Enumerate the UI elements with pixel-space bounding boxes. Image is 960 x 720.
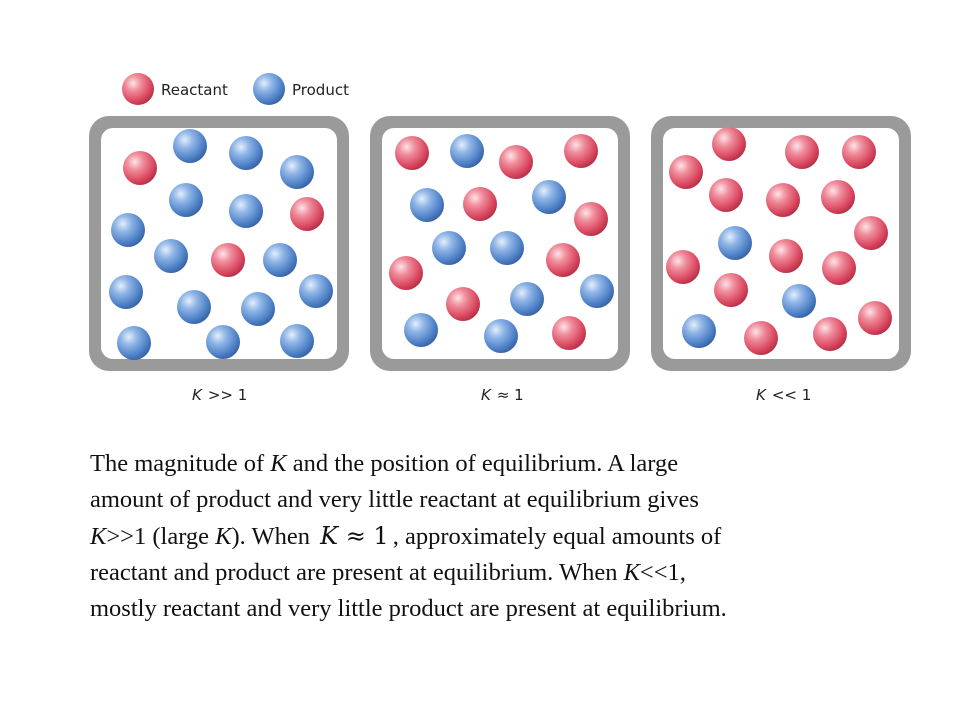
caption-k: K [623, 559, 640, 586]
product-particle [169, 183, 203, 217]
product-particle [450, 134, 484, 168]
legend-product-swatch [253, 73, 285, 105]
container-inner [101, 128, 337, 359]
reactant-particle [712, 127, 746, 161]
math-k: K [320, 522, 339, 550]
reactant-particle [123, 151, 157, 185]
reactant-particle [842, 135, 876, 169]
product-particle [263, 243, 297, 277]
product-particle [682, 314, 716, 348]
panel-k-much-less: K << 1 [651, 116, 911, 404]
reactant-particle [813, 317, 847, 351]
product-particle [510, 282, 544, 316]
caption-text: , approximately equal amounts of [392, 523, 722, 550]
reactant-particle [669, 155, 703, 189]
product-particle [580, 274, 614, 308]
caption-text: and the position of equilibrium. A large [286, 450, 679, 477]
particles [109, 129, 333, 360]
caption-text: ). When [231, 523, 317, 550]
reactant-particle [769, 239, 803, 273]
legend: Reactant Product [122, 73, 349, 105]
product-particle [432, 231, 466, 265]
particles [666, 127, 892, 355]
caption-line-4: reactant and product are present at equi… [90, 555, 930, 591]
equilibrium-figure: Reactant Product K >> 1 K ≈ 1 K << 1 [89, 73, 911, 404]
k-variable: K [192, 386, 203, 404]
product-particle [410, 188, 444, 222]
reactant-particle [290, 197, 324, 231]
caption-text: reactant and product are present at equi… [90, 559, 624, 586]
product-particle [280, 155, 314, 189]
panel-label: K ≈ 1 [481, 386, 524, 404]
product-particle [117, 326, 151, 360]
k-variable: K [756, 386, 767, 404]
product-particle [111, 213, 145, 247]
product-particle [484, 319, 518, 353]
caption-k: K [270, 450, 287, 477]
reactant-particle [463, 187, 497, 221]
caption-text: >>1 (large [106, 523, 216, 550]
reactant-particle [211, 243, 245, 277]
reactant-particle [574, 202, 608, 236]
reactant-particle [446, 287, 480, 321]
product-particle [782, 284, 816, 318]
particles [389, 134, 614, 353]
k-relation: ≈ 1 [497, 386, 524, 404]
caption-k: K [215, 523, 232, 550]
legend-product-label: Product [292, 81, 349, 99]
k-variable: K [481, 386, 492, 404]
caption-line-3: K>>1 (large K). When K ≈ 1, approximatel… [90, 518, 930, 555]
reactant-particle [821, 180, 855, 214]
reactant-particle [714, 273, 748, 307]
product-particle [177, 290, 211, 324]
reactant-particle [389, 256, 423, 290]
product-particle [206, 325, 240, 359]
product-particle [154, 239, 188, 273]
reactant-particle [858, 301, 892, 335]
legend-reactant-label: Reactant [161, 81, 228, 99]
product-particle [532, 180, 566, 214]
legend-reactant-swatch [122, 73, 154, 105]
caption-line-5: mostly reactant and very little product … [90, 595, 727, 622]
reactant-particle [709, 178, 743, 212]
caption-line-1: The magnitude of K and the position of e… [90, 446, 930, 482]
reactant-particle [499, 145, 533, 179]
product-particle [173, 129, 207, 163]
product-particle [229, 136, 263, 170]
caption-line-2: amount of product and very little reacta… [90, 486, 699, 513]
product-particle [241, 292, 275, 326]
panel-label: K << 1 [756, 386, 811, 404]
reactant-particle [546, 243, 580, 277]
product-particle [718, 226, 752, 260]
product-particle [229, 194, 263, 228]
reactant-particle [666, 250, 700, 284]
reactant-particle [564, 134, 598, 168]
reactant-particle [854, 216, 888, 250]
reactant-particle [785, 135, 819, 169]
caption: The magnitude of K and the position of e… [90, 446, 930, 627]
product-particle [404, 313, 438, 347]
caption-text: The magnitude of [90, 450, 271, 477]
k-approx-one-math: K ≈ 1 [320, 522, 389, 550]
reactant-particle [744, 321, 778, 355]
product-particle [280, 324, 314, 358]
k-relation: << 1 [772, 386, 811, 404]
reactant-particle [395, 136, 429, 170]
product-particle [490, 231, 524, 265]
reactant-particle [822, 251, 856, 285]
panel-label: K >> 1 [192, 386, 247, 404]
math-relation: ≈ 1 [345, 522, 389, 550]
reactant-particle [552, 316, 586, 350]
k-relation: >> 1 [208, 386, 247, 404]
caption-k: K [90, 523, 107, 550]
panel-k-much-greater: K >> 1 [89, 116, 349, 404]
reactant-particle [766, 183, 800, 217]
product-particle [299, 274, 333, 308]
panel-k-approx-one: K ≈ 1 [370, 116, 630, 404]
product-particle [109, 275, 143, 309]
caption-text: <<1, [639, 559, 686, 586]
